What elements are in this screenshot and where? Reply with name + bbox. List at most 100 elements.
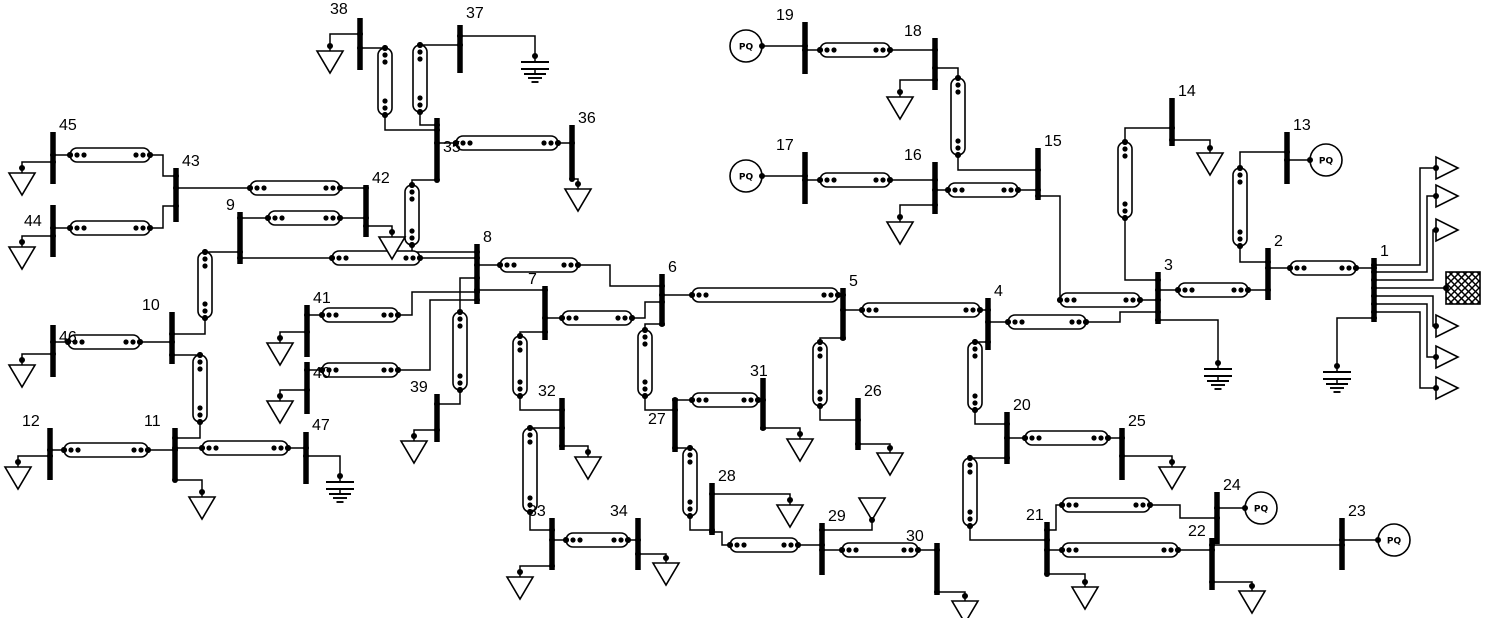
transmission-line-14-3[interactable]	[1117, 141, 1133, 219]
bus-14[interactable]: 14	[1169, 83, 1196, 146]
shunt-capacitor-ground-icon[interactable]	[521, 56, 549, 83]
transmission-line-7-32[interactable]	[512, 335, 528, 397]
transmission-line-9-42[interactable]	[267, 210, 341, 226]
bus-41[interactable]: 41	[304, 290, 331, 357]
bus-43[interactable]: 43	[173, 153, 200, 222]
transmission-line-27-31[interactable]	[691, 392, 759, 408]
ground-icon[interactable]	[1157, 462, 1187, 491]
transmission-line-38-35[interactable]	[377, 47, 393, 116]
ground-icon[interactable]	[1237, 586, 1267, 615]
bus-39[interactable]: 39	[410, 379, 440, 442]
transmission-line-27-28[interactable]	[682, 447, 698, 517]
transmission-line-21-22[interactable]	[1061, 542, 1179, 558]
bus-28[interactable]: 28	[709, 468, 736, 535]
transmission-line-35-36[interactable]	[455, 135, 559, 151]
ground-icon[interactable]	[875, 448, 905, 477]
transmission-line-41-8[interactable]	[321, 307, 399, 323]
bus-29[interactable]: 29	[819, 508, 846, 575]
bus-19[interactable]: 19	[776, 7, 808, 74]
bus-23[interactable]: 23	[1339, 503, 1366, 570]
transmission-line-9-8[interactable]	[331, 250, 421, 266]
transmission-line-3-2[interactable]	[1177, 282, 1249, 298]
transmission-line-5-4[interactable]	[861, 302, 981, 318]
transmission-line-6-27[interactable]	[637, 329, 653, 397]
ground-icon[interactable]	[651, 558, 681, 587]
transmission-line-43-42[interactable]	[249, 180, 341, 196]
transmission-line-20-25[interactable]	[1024, 430, 1109, 446]
bus-32[interactable]: 32	[538, 383, 565, 450]
bus-37[interactable]: 37	[457, 5, 484, 73]
shunt-capacitor-ground-icon[interactable]	[1323, 366, 1351, 393]
ground-icon[interactable]	[505, 572, 535, 601]
bus-31[interactable]: 31	[750, 363, 768, 430]
bus-20[interactable]: 20	[1004, 397, 1031, 464]
hatched-box[interactable]	[1414, 271, 1490, 305]
transmission-line-40-8[interactable]	[321, 362, 399, 378]
transmission-line-16-15[interactable]	[947, 182, 1019, 198]
transmission-line-20-21[interactable]	[962, 457, 978, 527]
ground-icon[interactable]	[785, 434, 815, 463]
transmission-line-29-30[interactable]	[841, 542, 919, 558]
arrow-right-icon[interactable]	[1435, 155, 1460, 181]
ground-icon[interactable]	[775, 500, 805, 529]
bus-38[interactable]: 38	[330, 1, 363, 70]
transmission-line-17-16[interactable]	[819, 172, 891, 188]
bus-5[interactable]: 5	[840, 273, 858, 340]
bus-2[interactable]: 2	[1265, 233, 1283, 300]
transmission-line-19-18[interactable]	[819, 42, 891, 58]
ground-icon[interactable]	[265, 338, 295, 367]
bus-27[interactable]: 27	[648, 398, 678, 452]
bus-25[interactable]: 25	[1119, 413, 1146, 480]
ground-icon[interactable]	[1070, 582, 1100, 611]
transmission-line-4-3[interactable]	[1007, 314, 1087, 330]
transmission-line-28-29[interactable]	[729, 537, 799, 553]
arrow-right-icon[interactable]	[1435, 217, 1460, 243]
transmission-line-13-2[interactable]	[1232, 167, 1248, 247]
transmission-line-46-10[interactable]	[67, 334, 141, 350]
ground-icon[interactable]	[3, 462, 33, 491]
transmission-line-11-47[interactable]	[201, 440, 289, 456]
transmission-line-9-10[interactable]	[197, 251, 213, 319]
bus-17[interactable]: 17	[776, 137, 808, 204]
bus-46[interactable]: 46	[50, 325, 77, 377]
transmission-line-35-8[interactable]	[404, 184, 420, 246]
bus-36[interactable]: 36	[569, 110, 596, 179]
bus-22[interactable]: 22	[1188, 523, 1215, 590]
transmission-line-45-43[interactable]	[69, 147, 151, 163]
transmission-line-37-35[interactable]	[412, 44, 428, 113]
transmission-line-4-20[interactable]	[967, 341, 983, 411]
ground-icon[interactable]	[885, 217, 915, 246]
pq-source[interactable]: PQ	[1244, 491, 1278, 525]
ground-icon[interactable]	[563, 184, 593, 213]
pq-source[interactable]: PQ	[729, 159, 763, 193]
arrow-right-icon[interactable]	[1435, 375, 1460, 401]
ground-icon[interactable]	[399, 436, 429, 465]
bus-8[interactable]: 8	[474, 229, 492, 304]
ground-icon[interactable]	[265, 396, 295, 425]
bus-33[interactable]: 33	[528, 503, 555, 570]
ground-icon[interactable]	[885, 92, 915, 121]
ground-icon[interactable]	[187, 492, 217, 521]
bus-30[interactable]: 30	[906, 528, 940, 595]
bus-18[interactable]: 18	[904, 23, 938, 90]
transmission-line-32-33[interactable]	[522, 427, 538, 513]
arrow-right-icon[interactable]	[1435, 344, 1460, 370]
pq-source[interactable]: PQ	[1377, 523, 1411, 557]
transmission-line-7-6[interactable]	[561, 310, 633, 326]
transmission-line-15-3[interactable]	[1059, 292, 1141, 308]
ground-icon[interactable]	[7, 242, 37, 271]
transmission-line-44-43[interactable]	[69, 220, 151, 236]
bus-11[interactable]: 11	[144, 413, 178, 480]
transmission-line-18-15[interactable]	[950, 77, 966, 156]
transmission-line-12-11[interactable]	[63, 442, 149, 458]
transmission-line-10-11[interactable]	[192, 354, 208, 423]
transmission-line-6-5[interactable]	[691, 287, 839, 303]
pq-source[interactable]: PQ	[729, 29, 763, 63]
transmission-line-5-26[interactable]	[812, 341, 828, 407]
transmission-line-8-39[interactable]	[452, 311, 468, 391]
arrow-right-icon[interactable]	[1435, 313, 1460, 339]
arrow-right-icon[interactable]	[1435, 183, 1460, 209]
transmission-line-21-24[interactable]	[1061, 497, 1151, 513]
ground-icon[interactable]	[950, 596, 980, 618]
bus-26[interactable]: 26	[855, 383, 882, 450]
